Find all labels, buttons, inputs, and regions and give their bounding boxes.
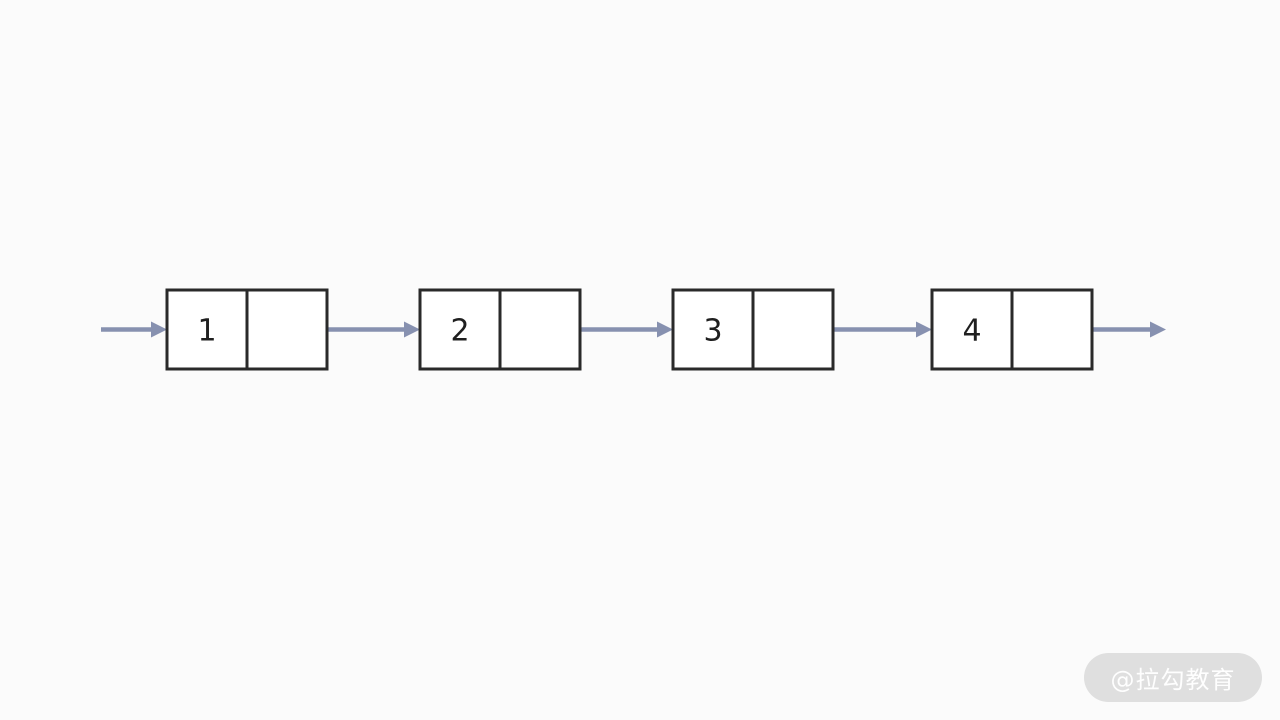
next-arrow-1-head: [404, 321, 420, 338]
next-arrow-3-head: [916, 321, 932, 338]
node-3-pointer-cell: [751, 288, 835, 371]
node-2-pointer-cell: [498, 288, 582, 371]
tail-arrow-head: [1150, 321, 1166, 338]
watermark-badge: @拉勾教育: [1084, 653, 1262, 702]
head-pointer-arrow-head: [151, 321, 167, 338]
node-4-value: 4: [962, 314, 981, 349]
node-3-value-cell: [671, 288, 755, 371]
node-3-value: 3: [703, 314, 722, 349]
next-arrow-2-head: [657, 321, 673, 338]
node-1-value: 1: [197, 314, 216, 349]
node-4-pointer-cell: [1010, 288, 1094, 371]
node-1-pointer-cell: [245, 288, 329, 371]
watermark-text: @拉勾教育: [1110, 666, 1236, 694]
node-2-value: 2: [450, 314, 469, 349]
